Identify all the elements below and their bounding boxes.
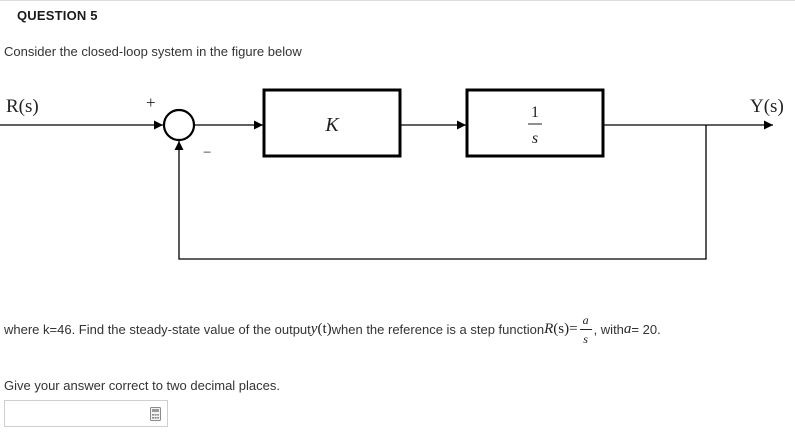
block-diagram: R(s) Y(s) + − K 1 s [0, 88, 784, 260]
integrator-numerator: 1 [531, 104, 539, 121]
y-symbol: y [310, 320, 318, 337]
step-fraction: a s [579, 312, 592, 346]
calculator-icon[interactable] [150, 407, 161, 421]
fraction-bar [579, 328, 592, 330]
R-argument: (s) [553, 320, 570, 337]
minus-sign: − [203, 145, 211, 161]
answer-instruction: Give your answer correct to two decimal … [4, 378, 280, 393]
R-symbol: R [544, 320, 554, 337]
gain-block-label: K [324, 114, 340, 136]
problem-text-with: , with [593, 321, 624, 337]
answer-input[interactable] [4, 400, 168, 427]
integrator-denominator: s [532, 130, 538, 147]
integrator-block [465, 88, 605, 158]
problem-text-before: where k=46. Find the steady-state value … [4, 321, 311, 337]
fraction-denominator: s [583, 331, 588, 346]
fraction-numerator: a [582, 312, 589, 327]
gain-block [262, 88, 402, 158]
equals-sign: = [569, 320, 578, 337]
question-title: QUESTION 5 [17, 8, 98, 23]
problem-statement: where k=46. Find the steady-state value … [4, 312, 661, 346]
output-label: Y(s) [750, 96, 784, 117]
a-value: = 20. [631, 321, 661, 337]
input-label: R(s) [6, 96, 39, 117]
plus-sign: + [146, 93, 156, 112]
y-argument: (t) [317, 320, 332, 337]
a-symbol: a [623, 320, 632, 337]
question-intro: Consider the closed-loop system in the f… [4, 44, 302, 59]
problem-text-middle: when the reference is a step function [331, 321, 545, 337]
feedback-path [174, 125, 707, 260]
top-divider [0, 0, 795, 1]
summing-junction [162, 108, 196, 142]
